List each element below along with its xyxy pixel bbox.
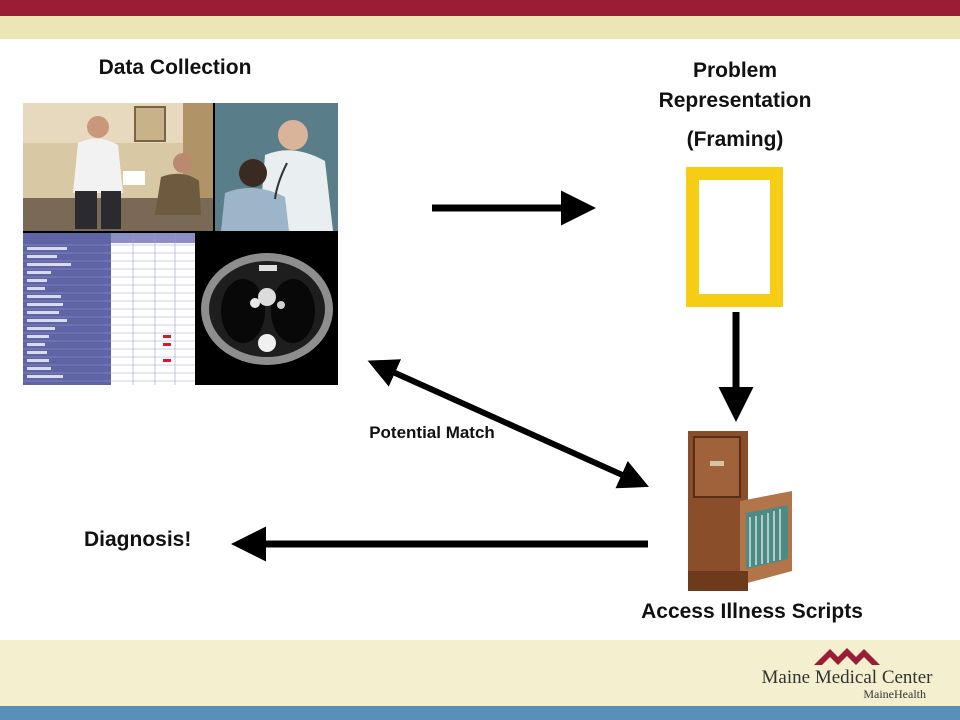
bottom-blue-band	[0, 706, 960, 720]
ct-scan-image	[195, 231, 338, 385]
doctor-patient-photo	[23, 103, 213, 231]
logo-subtitle: MaineHealth	[863, 687, 926, 701]
data-collection-label: Data Collection	[98, 56, 252, 79]
data-collection-image-collage	[23, 103, 338, 385]
framing-label: (Framing)	[686, 128, 784, 151]
file-cabinet-image	[688, 431, 798, 591]
access-illness-scripts-label: Access Illness Scripts	[641, 600, 863, 623]
top-cream-band	[0, 16, 960, 39]
logo-name: Maine Medical Center	[761, 667, 933, 688]
diagnosis-label: Diagnosis!	[84, 528, 192, 551]
auscultation-photo	[215, 103, 338, 231]
lab-results-table	[23, 233, 195, 385]
bottom-cream-band	[0, 640, 960, 706]
potential-match-label: Potential Match	[369, 423, 495, 442]
logo-mountains-icon	[814, 648, 880, 665]
top-red-band	[0, 0, 960, 16]
problem-representation-label: Problem Representation	[658, 59, 812, 112]
maine-medical-center-logo: Maine Medical Center MaineHealth	[752, 645, 942, 703]
framing-frame-icon	[686, 167, 783, 307]
